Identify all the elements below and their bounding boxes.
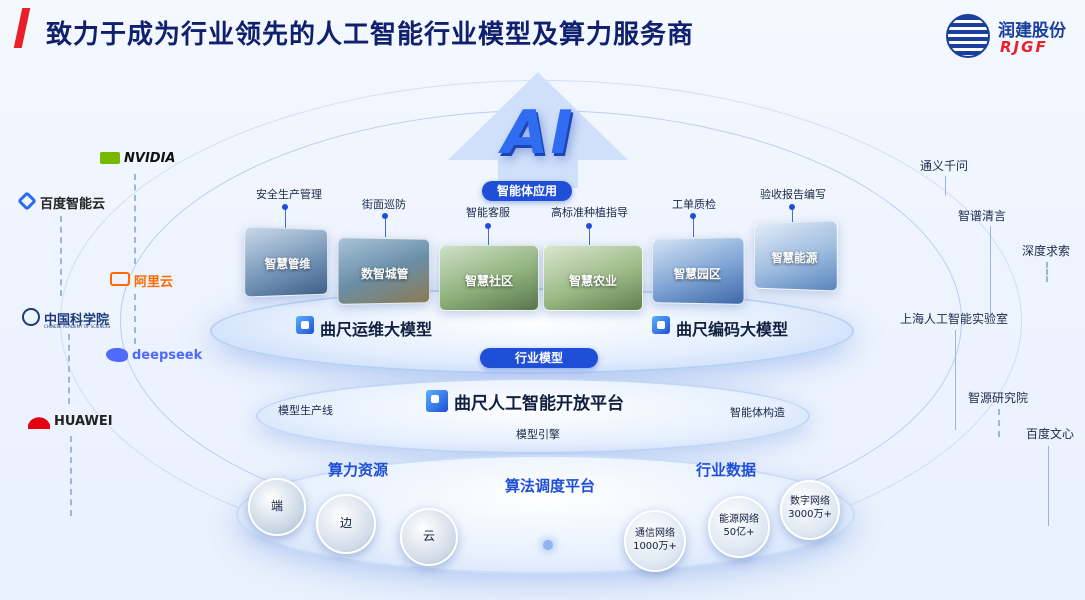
model-cube-icon <box>652 316 670 334</box>
compute-cloud-ball[interactable]: 云 <box>400 508 458 566</box>
connector-line <box>68 334 70 404</box>
scene-pin-label: 街面巡防 <box>362 198 406 211</box>
cas-emblem-icon <box>22 308 40 326</box>
partner-baidu-wenxin: 百度文心 <box>1026 427 1075 441</box>
scene-pin-label: 工单质检 <box>672 198 716 211</box>
partner-tongyi: 通义千问 <box>920 159 969 173</box>
data-item-line1: 通信网络 <box>635 528 675 539</box>
logo-english-name: RJGF <box>1000 38 1048 56</box>
center-glow-dot <box>543 540 553 550</box>
data-item-line2: 50亿+ <box>723 527 755 538</box>
data-item-line2: 3000万+ <box>788 509 832 520</box>
pin-line <box>589 225 590 245</box>
coding-model-name[interactable]: 曲尺编码大模型 <box>676 320 789 339</box>
data-item-line2: 1000万+ <box>633 541 677 552</box>
compute-item-label: 云 <box>422 529 435 543</box>
data-digital-ball[interactable]: 数字网络 3000万+ <box>780 480 840 540</box>
scene-card-label: 数智城管 <box>361 266 409 282</box>
page-title: 致力于成为行业领先的人工智能行业模型及算力服务商 <box>46 20 695 50</box>
industry-model-pill: 行业模型 <box>480 348 598 368</box>
compute-resource-title: 算力资源 <box>328 461 389 479</box>
connector-line <box>70 436 72 516</box>
partner-baai: 智源研究院 <box>968 391 1029 405</box>
scene-card-label: 智慧社区 <box>464 274 513 288</box>
scene-card-energy[interactable]: 智慧能源 <box>753 220 838 292</box>
scene-card-label: 智慧农业 <box>568 274 617 288</box>
pin-line <box>285 206 286 228</box>
scene-pin-label: 智能客服 <box>466 206 510 219</box>
scene-pin-label: 高标准种植指导 <box>551 206 628 219</box>
open-platform-title[interactable]: 曲尺人工智能开放平台 <box>454 394 624 414</box>
baidu-cloud-icon <box>17 191 37 211</box>
connector-line <box>990 226 991 316</box>
pin-dot <box>282 204 288 210</box>
pin-dot <box>690 213 696 219</box>
compute-item-label: 端 <box>270 499 283 513</box>
open-platform-disc <box>256 378 810 454</box>
up-arrow-icon <box>448 72 628 160</box>
connector-line <box>955 330 956 430</box>
aliyun-logo: 阿里云 <box>134 275 174 290</box>
pin-dot <box>789 204 795 210</box>
data-energy-ball[interactable]: 能源网络 50亿+ <box>708 496 770 558</box>
pin-line <box>385 215 386 237</box>
scene-card-city[interactable]: 数智城管 <box>337 237 431 305</box>
scene-card-community[interactable]: 智慧社区 <box>439 245 539 311</box>
huawei-logo: HUAWEI <box>54 414 113 429</box>
connector-line <box>1048 446 1049 526</box>
connector-line <box>60 216 62 296</box>
baidu-cloud-logo: 百度智能云 <box>40 197 106 212</box>
pin-dot <box>485 223 491 229</box>
partner-shanghai-ai-lab: 上海人工智能实验室 <box>900 312 1009 326</box>
agent-builder-label: 智能体构造 <box>730 406 785 419</box>
deepseek-whale-icon <box>106 348 128 362</box>
industry-data-title: 行业数据 <box>696 461 757 479</box>
connector-line <box>998 409 1000 437</box>
scene-card-maintenance[interactable]: 智慧管维 <box>244 226 329 298</box>
cas-logo-subtitle: CHINESE ACADEMY OF SCIENCES <box>44 324 111 329</box>
pin-dot <box>382 213 388 219</box>
scene-pin-label: 安全生产管理 <box>256 188 322 201</box>
partner-zhipu: 智谱清言 <box>958 209 1007 223</box>
connector-line <box>1046 262 1048 282</box>
scene-card-agriculture[interactable]: 智慧农业 <box>543 245 643 311</box>
compute-edge-device-ball[interactable]: 端 <box>248 478 306 536</box>
compute-item-label: 边 <box>339 516 352 530</box>
pin-line <box>792 206 793 228</box>
deepseek-logo: deepseek <box>132 348 203 363</box>
logo-emblem-icon <box>946 14 990 58</box>
pin-line <box>693 215 694 237</box>
algorithm-scheduling-title: 算法调度平台 <box>505 477 596 495</box>
platform-cube-icon <box>426 390 448 412</box>
pin-dot <box>586 223 592 229</box>
cas-logo: 中国科学院 <box>44 313 110 328</box>
model-cube-icon <box>296 316 314 334</box>
huawei-flower-icon <box>28 413 50 429</box>
connector-line <box>134 174 136 264</box>
scene-card-label: 智慧管维 <box>264 256 311 272</box>
data-telecom-ball[interactable]: 通信网络 1000万+ <box>624 510 686 572</box>
compute-edge-ball[interactable]: 边 <box>316 494 376 554</box>
data-item-line1: 数字网络 <box>790 496 830 507</box>
scene-card-label: 智慧能源 <box>771 250 818 266</box>
nvidia-logo: NVIDIA <box>124 151 176 166</box>
scene-pin-label: 验收报告编写 <box>760 188 826 201</box>
agent-application-pill: 智能体应用 <box>482 181 572 201</box>
nvidia-icon <box>100 152 120 164</box>
pin-line <box>488 225 489 245</box>
model-production-line-label: 模型生产线 <box>278 404 333 417</box>
model-engine-label: 模型引擎 <box>516 428 560 441</box>
ai-logo: AI <box>502 98 575 168</box>
company-logo: 润建股份 RJGF <box>946 14 1070 58</box>
connector-line <box>945 176 946 196</box>
scene-card-label: 智慧园区 <box>673 266 721 282</box>
ops-model-name[interactable]: 曲尺运维大模型 <box>320 320 433 339</box>
partner-deepseek: 深度求索 <box>1022 244 1071 258</box>
logo-chinese-name: 润建股份 <box>998 21 1066 41</box>
aliyun-icon <box>110 272 130 286</box>
title-accent-bar <box>13 8 31 48</box>
scene-card-park[interactable]: 智慧园区 <box>651 237 745 305</box>
connector-line <box>134 294 136 344</box>
data-item-line1: 能源网络 <box>719 514 759 525</box>
